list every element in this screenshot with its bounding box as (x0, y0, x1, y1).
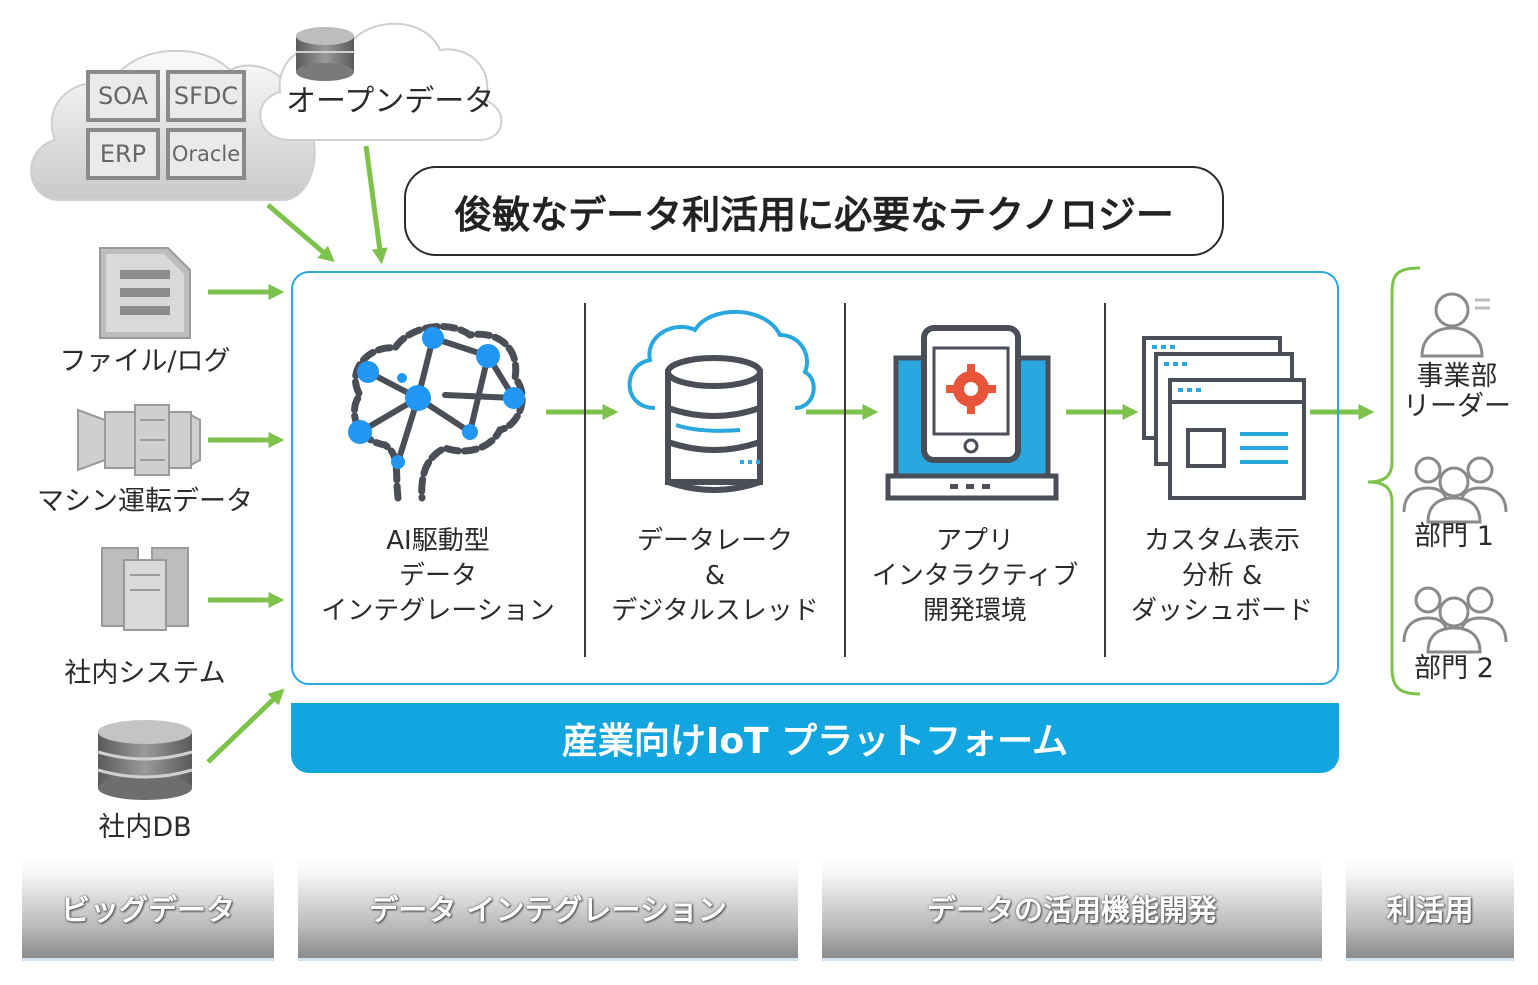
stage-app-dev-label: アプリ インタラクティブ 開発環境 (848, 524, 1102, 629)
stage-line: カスタム表示 (1143, 526, 1300, 556)
stage-divider (1104, 303, 1106, 657)
open-data-db-icon (296, 27, 354, 81)
band-app-development: データの活用機能開発 (822, 858, 1322, 961)
band-label: 利活用 (1386, 893, 1474, 927)
system-label: SFDC (173, 82, 239, 110)
stage-dashboard-label: カスタム表示 分析 & ダッシュボード (1108, 524, 1336, 629)
group-2-people-icon (1402, 586, 1508, 654)
technology-title: 俊敏なデータ利活用に必要なテクノロジー (404, 166, 1224, 256)
platform-frame (291, 271, 1339, 685)
system-label: Oracle (171, 142, 241, 166)
stage-line: 開発環境 (922, 596, 1027, 626)
iot-platform-bar: 産業向けIoT プラットフォーム (291, 703, 1339, 773)
leader-person-icon (1420, 292, 1490, 358)
input-arrows (206, 145, 388, 764)
band-big-data: ビッグデータ (22, 858, 274, 961)
data-lake-icon (627, 309, 816, 493)
user-group-1-label: 部門 1 (1398, 522, 1510, 552)
files-logs-label: ファイル/ログ (59, 346, 231, 377)
user-line: 部門 2 (1414, 653, 1494, 684)
stage-line: ダッシュボード (1130, 596, 1313, 626)
stage-line: & (704, 561, 726, 591)
machine-data-label: マシン運転データ (37, 486, 253, 517)
title-text: 俊敏なデータ利活用に必要なテクノロジー (454, 192, 1174, 237)
system-box-erp: ERP (86, 128, 160, 180)
system-label: ERP (99, 140, 147, 168)
dashboard-icon (1142, 336, 1306, 500)
server-icon (101, 547, 189, 631)
band-label: ビッグデータ (60, 893, 235, 927)
stage-ai-integration-label: AI駆動型 データ インテグレーション (296, 524, 580, 629)
user-group-2-label: 部門 2 (1398, 654, 1510, 684)
stage-line: インタラクティブ (871, 561, 1079, 591)
user-line: リーダー (1403, 391, 1511, 422)
open-data-label: オープンデータ (286, 84, 495, 119)
machine-icon (77, 404, 201, 476)
stage-data-lake-label: データレーク & デジタルスレッド (588, 524, 842, 629)
band-label: データ インテグレーション (369, 893, 727, 927)
band-data-integration: データ インテグレーション (298, 858, 798, 961)
stage-divider (844, 303, 846, 657)
dashboard-accents (1152, 345, 1288, 464)
group-1-people-icon (1402, 456, 1508, 524)
platform-label: 産業向けIoT プラットフォーム (561, 721, 1069, 762)
band-utilization: 利活用 (1346, 858, 1514, 961)
stage-line: AI駆動型 (386, 526, 490, 556)
stage-line: インテグレーション (321, 596, 555, 626)
internal-db-label: 社内DB (98, 812, 192, 843)
stage-divider (584, 303, 586, 657)
system-box-soa: SOA (86, 70, 160, 122)
app-dev-icon (885, 325, 1059, 501)
user-leader-label: 事業部 リーダー (1398, 362, 1516, 422)
stage-line: デジタルスレッド (611, 596, 819, 626)
database-icon (97, 720, 193, 800)
band-label: データの活用機能開発 (926, 893, 1217, 927)
system-box-sfdc: SFDC (166, 70, 246, 122)
internal-systems-label: 社内システム (64, 658, 226, 689)
stage-line: データレーク (636, 526, 793, 556)
users-brace (1367, 266, 1421, 696)
system-label: SOA (97, 82, 149, 110)
system-box-oracle: Oracle (166, 128, 246, 180)
stage-line: データ (398, 561, 477, 591)
user-line: 事業部 (1416, 361, 1498, 392)
stage-line: アプリ (935, 526, 1014, 556)
stage-line: 分析 & (1181, 561, 1263, 591)
user-line: 部門 1 (1414, 521, 1494, 552)
ai-brain-icon (348, 322, 526, 502)
file-icon (99, 247, 191, 339)
